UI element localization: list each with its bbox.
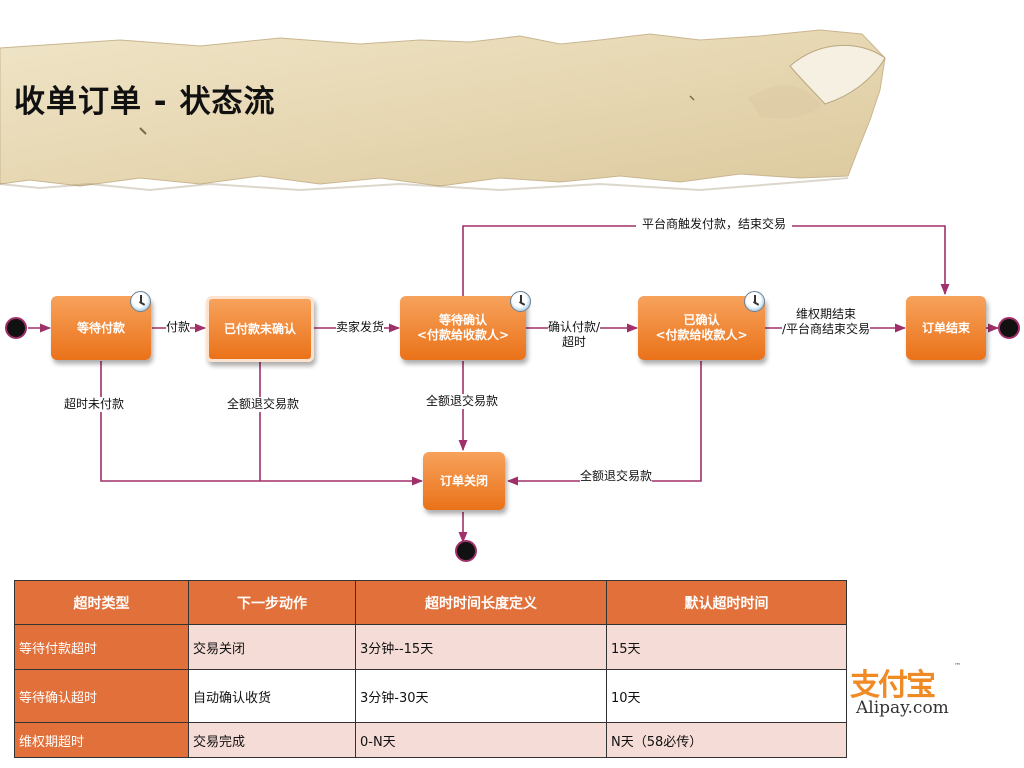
- table-row: 等待付款超时 交易关闭 3分钟--15天 15天: [14, 624, 847, 670]
- logo-english-text: Alipay.com: [856, 698, 949, 718]
- state-order-end: 订单结束: [906, 296, 986, 360]
- column-header: 超时时间长度定义: [355, 580, 607, 625]
- table-cell: 自动确认收货: [188, 669, 356, 723]
- logo-chinese-text: 支付宝: [850, 668, 936, 703]
- clock-icon: [130, 291, 151, 312]
- closed-final-state-dot: [455, 540, 477, 562]
- table-cell: 0-N天: [355, 722, 607, 758]
- table-cell: 交易完成: [188, 722, 356, 758]
- transition-platform-pay: 平台商触发付款，结束交易: [636, 217, 793, 232]
- state-label-line1: 已确认: [683, 313, 720, 327]
- column-header: 超时类型: [14, 580, 189, 625]
- column-header: 默认超时时间: [606, 580, 847, 625]
- state-waiting-confirm: 等待确认 <付款给收款人>: [400, 296, 526, 360]
- state-label: 订单关闭: [439, 473, 488, 488]
- table-cell: 等待付款超时: [14, 624, 189, 670]
- state-flow-connectors: [5, 225, 1020, 562]
- transition-full-refund: 全额退交易款: [580, 469, 653, 484]
- table-cell: 交易关闭: [188, 624, 356, 670]
- transition-seller-ship: 卖家发货: [336, 320, 385, 335]
- table-cell: 10天: [606, 669, 847, 723]
- transition-confirm-or-timeout: 确认付款/ 超时: [548, 320, 601, 350]
- state-label: 等待付款: [76, 320, 125, 335]
- transition-timeout-unpaid: 超时未付款: [64, 397, 125, 412]
- timeout-table: 超时类型 下一步动作 超时时间长度定义 默认超时时间 等待付款超时 交易关闭 3…: [14, 580, 847, 758]
- state-label: 已付款未确认: [223, 321, 296, 336]
- transition-full-refund: 全额退交易款: [227, 397, 300, 412]
- state-label-line2: <付款给收款人>: [655, 328, 748, 342]
- table-row: 维权期超时 交易完成 0-N天 N天（58必传）: [14, 722, 847, 758]
- state-label-line1: 等待确认: [438, 313, 487, 327]
- transition-full-refund: 全额退交易款: [426, 394, 499, 409]
- transition-label-line2: /平台商结束交易: [782, 322, 871, 336]
- slide-title: 收单订单 - 状态流: [14, 84, 276, 120]
- alipay-logo: 支付宝 ™ Alipay.com: [846, 660, 966, 722]
- state-label: 订单结束: [921, 320, 970, 335]
- transition-label-line2: 超时: [562, 335, 587, 349]
- table-row: 等待确认超时 自动确认收货 3分钟-30天 10天: [14, 669, 847, 723]
- state-label-line2: <付款给收款人>: [416, 328, 510, 342]
- initial-state-dot: [5, 317, 27, 339]
- state-order-closed: 订单关闭: [423, 452, 505, 510]
- state-confirmed: 已确认 <付款给收款人>: [638, 296, 765, 360]
- paper-banner: [0, 29, 886, 192]
- transition-label-line1: 维权期结束: [796, 307, 857, 321]
- clock-icon: [510, 291, 531, 312]
- transition-rights-end: 维权期结束 /平台商结束交易: [782, 307, 871, 337]
- table-header-row: 超时类型 下一步动作 超时时间长度定义 默认超时时间: [14, 580, 847, 625]
- table-cell: 等待确认超时: [14, 669, 189, 723]
- table-cell: N天（58必传）: [606, 722, 847, 758]
- table-cell: 3分钟-30天: [355, 669, 607, 723]
- table-cell: 3分钟--15天: [355, 624, 607, 670]
- logo-trademark: ™: [954, 662, 961, 670]
- clock-icon: [744, 291, 765, 312]
- table-cell: 维权期超时: [14, 722, 189, 758]
- final-state-dot: [998, 317, 1020, 339]
- column-header: 下一步动作: [188, 580, 356, 625]
- state-paid-unconfirmed: 已付款未确认: [206, 296, 314, 362]
- transition-label-line1: 确认付款/: [548, 320, 601, 334]
- table-cell: 15天: [606, 624, 847, 670]
- transition-pay: 付款: [166, 320, 191, 335]
